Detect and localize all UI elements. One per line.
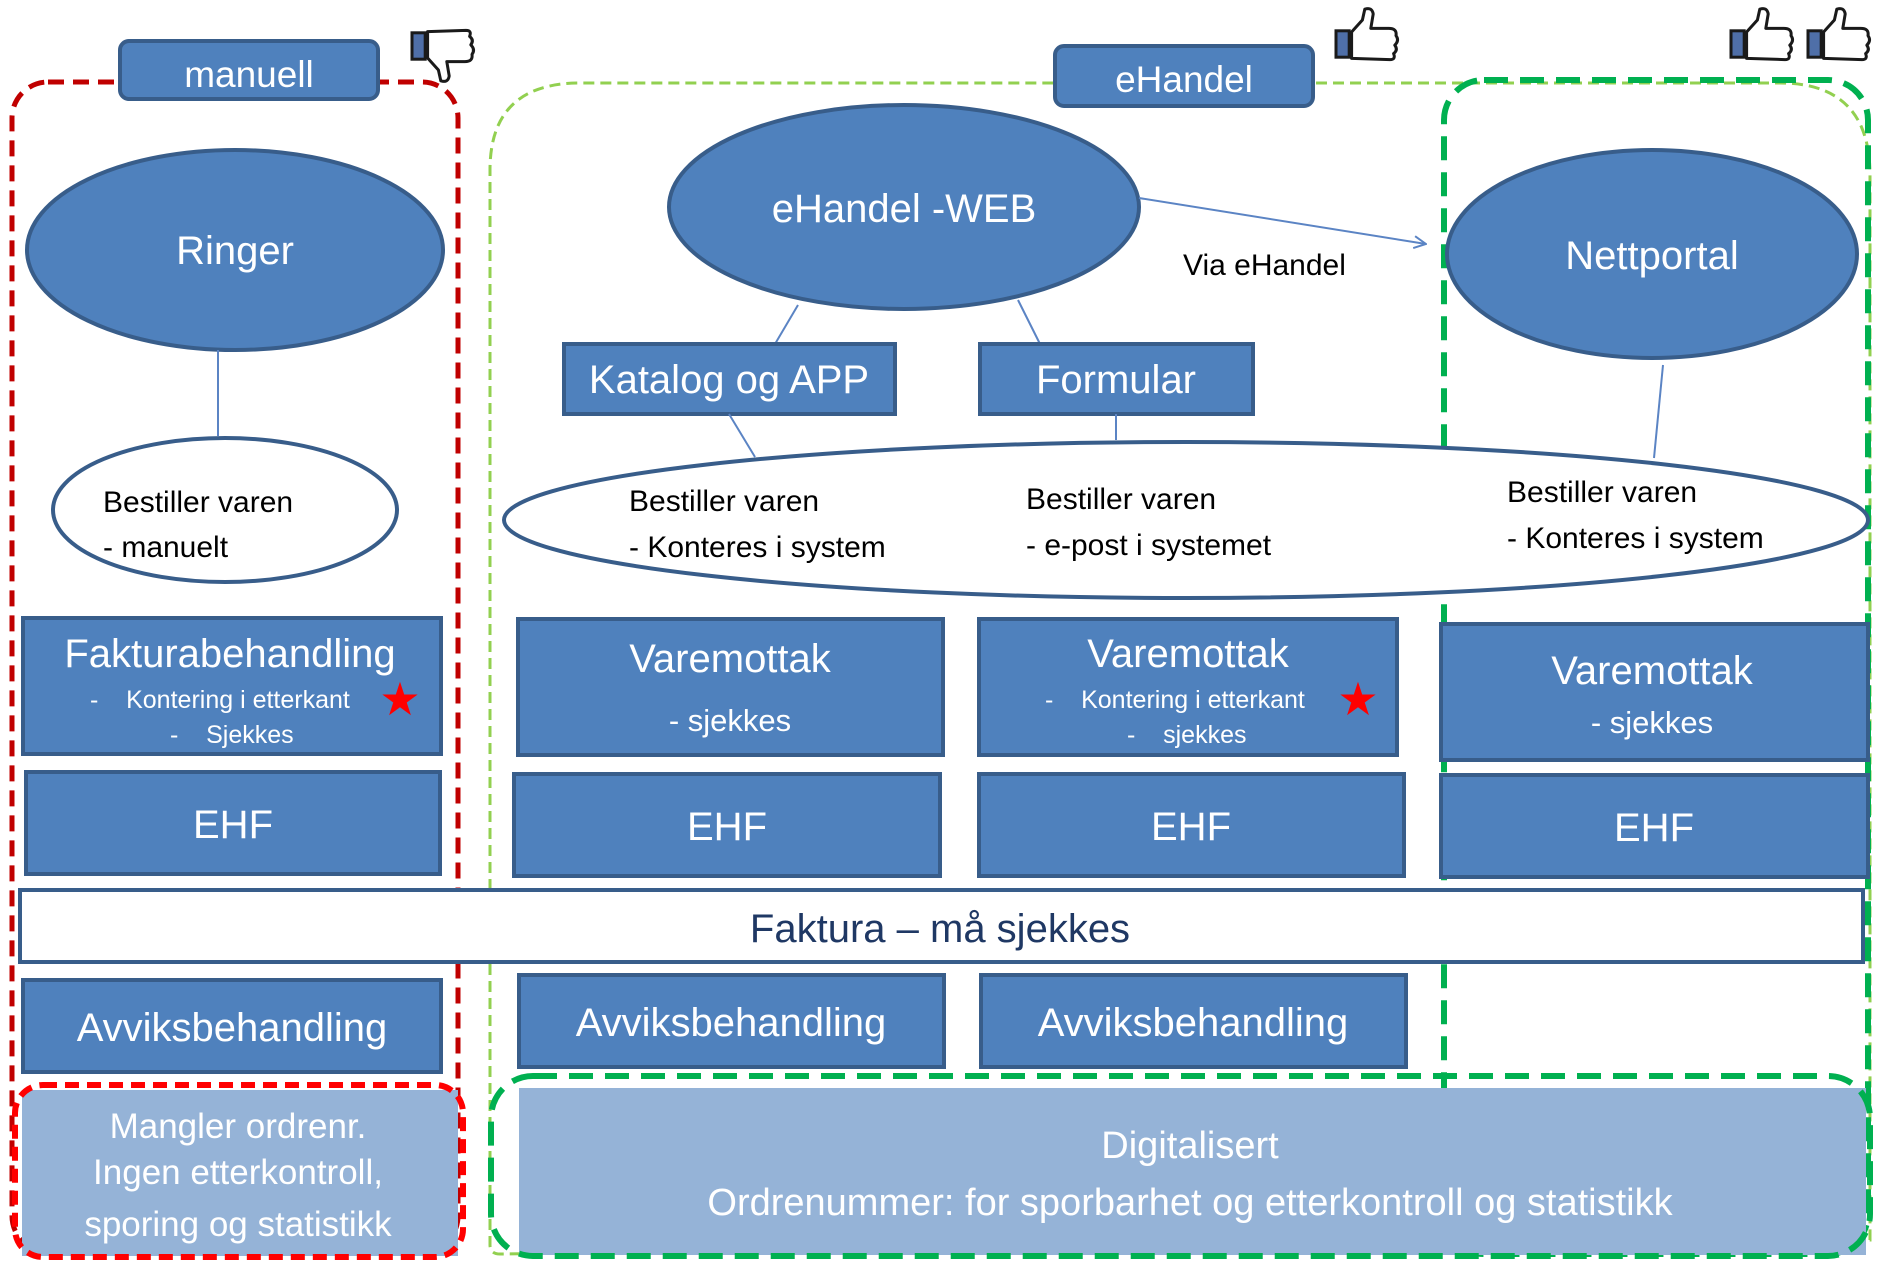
fakturabehandling-title: Fakturabehandling	[64, 632, 395, 676]
varemottak-2-sub-2: - sjekkes	[1127, 721, 1246, 749]
ehandel-tag: eHandel	[1053, 44, 1315, 108]
ehandel-web-label: eHandel -WEB	[772, 187, 1037, 231]
faktura-label: Faktura – må sjekkes	[750, 907, 1130, 951]
nettportal-order-line-2: - Konteres i system	[1507, 522, 1764, 555]
manuell-ehf-label: EHF	[193, 803, 273, 847]
manuell-tag: manuell	[118, 39, 380, 101]
connector	[1017, 299, 1041, 345]
varemottak-box-1: Varemottak - sjekkes	[516, 617, 945, 757]
manuell-order-node: Bestiller varen - manuelt	[51, 436, 399, 584]
ehandel-ehf-1-label: EHF	[687, 805, 767, 849]
connector	[774, 304, 799, 345]
ehandel-ehf-box-2: EHF	[977, 772, 1406, 878]
connector	[728, 413, 756, 458]
nettportal-ehf-box: EHF	[1439, 773, 1870, 879]
ehandel-deviation-box-1: Avviksbehandling	[517, 973, 946, 1069]
ringer-node: Ringer	[25, 148, 445, 352]
ehandel-order-mid-line-1: Bestiller varen	[1026, 483, 1216, 516]
manuell-result-line-1: Mangler ordrenr.	[110, 1107, 367, 1146]
thumbs-up-icon	[1334, 7, 1400, 62]
manuell-deviation-label: Avviksbehandling	[77, 1006, 388, 1050]
ringer-label: Ringer	[176, 229, 294, 273]
ehandel-ehf-box-1: EHF	[512, 772, 942, 878]
ehandel-deviation-box-2: Avviksbehandling	[979, 973, 1408, 1069]
manuell-result-line-2: Ingen etterkontroll,	[93, 1153, 383, 1192]
connector	[1653, 364, 1664, 459]
katalog-app-label: Katalog og APP	[589, 358, 869, 402]
manuell-ehf-box: EHF	[24, 770, 442, 876]
nettportal-label: Nettportal	[1565, 234, 1738, 278]
thumbs-up-icon	[1729, 7, 1795, 62]
via-ehandel-arrow	[1138, 197, 1426, 244]
fakturabehandling-sub-2: - Sjekkes	[170, 721, 294, 749]
ehandel-ehf-2-label: EHF	[1151, 805, 1231, 849]
nettportal-node: Nettportal	[1445, 148, 1859, 360]
nettportal-ehf-label: EHF	[1614, 806, 1694, 850]
formular-box: Formular	[978, 342, 1255, 416]
ehandel-deviation-2-label: Avviksbehandling	[1038, 1001, 1349, 1045]
manuell-deviation-box: Avviksbehandling	[21, 978, 443, 1074]
ehandel-order-left-line-2: - Konteres i system	[629, 531, 886, 564]
nettportal-varemottak-title: Varemottak	[1551, 649, 1754, 693]
varemottak-box-2: Varemottak - Kontering i etterkant - sje…	[977, 617, 1399, 757]
ehandel-group-border	[488, 81, 1872, 1256]
digitalisert-line-2: Ordrenummer: for sporbarhet og etterkont…	[707, 1182, 1673, 1224]
manuell-order-line-1: Bestiller varen	[103, 486, 293, 519]
star-icon: ★	[379, 673, 420, 725]
star-icon: ★	[1337, 673, 1378, 725]
ehandel-tag-label: eHandel	[1115, 59, 1253, 100]
formular-label: Formular	[1036, 358, 1196, 402]
thumbs-up-icon	[1806, 7, 1872, 62]
digitalisert-box: Digitalisert Ordrenummer: for sporbarhet…	[488, 1073, 1873, 1259]
ehandel-deviation-1-label: Avviksbehandling	[576, 1001, 887, 1045]
nettportal-order-line-1: Bestiller varen	[1507, 476, 1697, 509]
manuell-result-box: Mangler ordrenr. Ingen etterkontroll, sp…	[12, 1082, 466, 1260]
fakturabehandling-sub-1: - Kontering i etterkant	[90, 686, 350, 714]
ehandel-order-mid-line-2: - e-post i systemet	[1026, 529, 1272, 562]
varemottak-2-sub-1: - Kontering i etterkant	[1045, 686, 1305, 714]
manuell-tag-label: manuell	[184, 54, 314, 95]
varemottak-1-title: Varemottak	[629, 637, 832, 681]
faktura-bar: Faktura – må sjekkes	[18, 888, 1865, 964]
manuell-result-line-3: sporing og statistikk	[84, 1205, 392, 1244]
order-ellipse: Bestiller varen - Konteres i system Best…	[502, 440, 1870, 600]
nettportal-varemottak-sub: - sjekkes	[1591, 705, 1713, 740]
ehandel-order-left-line-1: Bestiller varen	[629, 485, 819, 518]
manuell-order-line-2: - manuelt	[103, 531, 229, 564]
katalog-app-box: Katalog og APP	[562, 342, 897, 416]
varemottak-2-title: Varemottak	[1087, 632, 1290, 676]
digitalisert-line-1: Digitalisert	[1101, 1125, 1279, 1167]
thumbs-down-icon	[410, 28, 476, 83]
nettportal-varemottak-box: Varemottak - sjekkes	[1439, 622, 1870, 762]
varemottak-1-sub: - sjekkes	[669, 703, 791, 738]
via-ehandel-label: Via eHandel	[1183, 249, 1346, 282]
ehandel-web-node: eHandel -WEB	[667, 103, 1141, 311]
fakturabehandling-box: Fakturabehandling - Kontering i etterkan…	[21, 616, 443, 756]
